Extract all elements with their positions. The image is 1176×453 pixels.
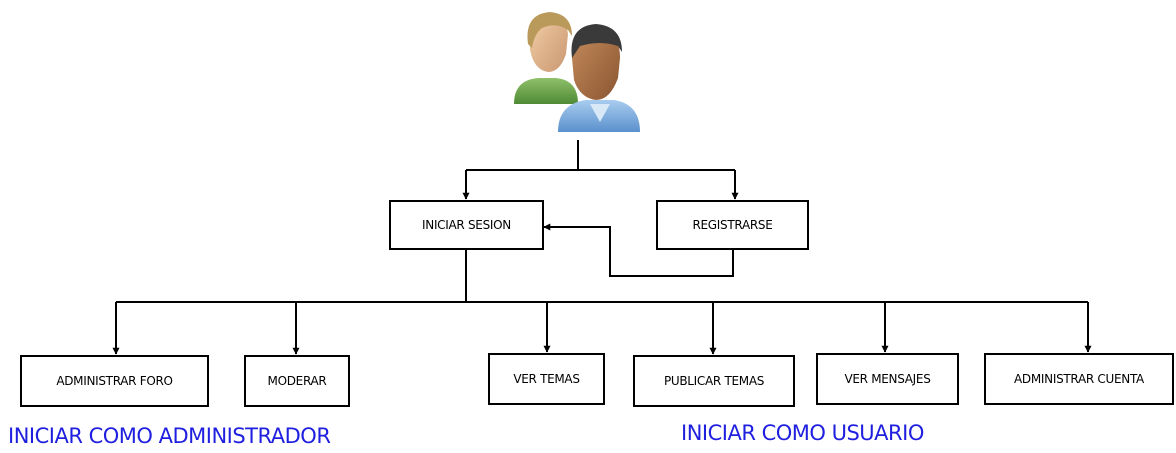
node-administrar-foro: ADMINISTRAR FORO — [20, 355, 209, 407]
caption-admin: INICIAR COMO ADMINISTRADOR — [8, 424, 331, 448]
users-icon — [514, 12, 640, 132]
node-ver-mensajes: VER MENSAJES — [816, 353, 959, 405]
node-moderar: MODERAR — [244, 355, 350, 407]
node-administrar-cuenta: ADMINISTRAR CUENTA — [984, 353, 1174, 405]
caption-user: INICIAR COMO USUARIO — [681, 421, 924, 445]
node-registrarse: REGISTRARSE — [656, 200, 809, 250]
node-ver-temas: VER TEMAS — [488, 353, 605, 405]
node-publicar-temas: PUBLICAR TEMAS — [633, 355, 795, 407]
node-iniciar-sesion: INICIAR SESION — [389, 200, 544, 250]
